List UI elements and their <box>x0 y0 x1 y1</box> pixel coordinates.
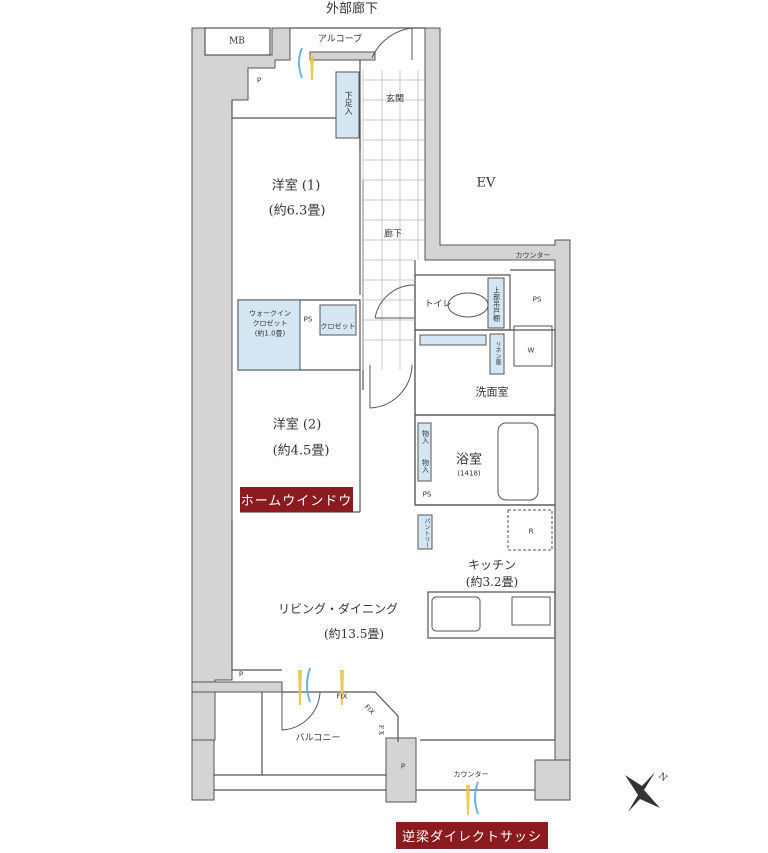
bath-size: (1418) <box>457 469 481 478</box>
balcony-wall-corner <box>191 739 215 801</box>
balcony-door <box>281 691 321 731</box>
toilet-bowl <box>447 292 489 318</box>
storage-label: 物入 <box>421 430 430 444</box>
washroom-label: 洗面室 <box>475 385 509 399</box>
washer-label: W <box>527 346 535 355</box>
home-window-badge: ホームウインドウ <box>240 487 353 512</box>
toilet-door <box>374 284 415 319</box>
hallway-label: 廊下 <box>383 229 403 240</box>
walkin-closet-size: (約1.0畳) <box>254 329 286 338</box>
bedroom2-size: (約4.5畳) <box>272 443 330 459</box>
fix-label: F X <box>377 724 384 736</box>
washroom-door <box>369 364 413 409</box>
balcony-label: バルコニー <box>295 733 341 744</box>
storage-areas <box>237 71 505 550</box>
alcove-wall <box>309 51 376 61</box>
bath-label: 浴室 <box>455 452 483 468</box>
bedroom2-label: 洋室 (2) <box>272 417 322 433</box>
right-wall <box>424 27 571 781</box>
toilet-label: トイレ <box>424 299 452 310</box>
front-door <box>371 27 413 60</box>
airflow-marks <box>298 47 479 815</box>
living-size: (約13.5畳) <box>323 627 385 641</box>
walkin-closet-label: ウォークイン <box>249 309 291 318</box>
bedroom1-label: 洋室 (1) <box>271 178 321 194</box>
stove <box>511 596 551 626</box>
direct-sash-badge: 逆梁ダイレクトサッシ <box>396 822 548 849</box>
shoe-storage-label: 下足入 <box>344 91 353 115</box>
living-label: リビング・ダイニング <box>277 602 399 616</box>
balcony-wall-left <box>191 681 283 693</box>
linen-label: リネン庫 <box>494 341 501 365</box>
balcony-pillar <box>385 737 417 803</box>
bedroom1-size: (約6.3畳) <box>268 203 326 219</box>
hallway-tiles <box>362 70 425 370</box>
fixtures <box>281 27 553 731</box>
pantry-label: パントリー <box>423 518 430 548</box>
fridge-label: R <box>528 527 534 536</box>
left-wall <box>191 27 291 741</box>
upper-cabinet-label: 上部吊戸棚 <box>492 286 501 322</box>
kitchen-size: (約3.2畳) <box>465 575 519 589</box>
inner-walls <box>204 27 556 791</box>
compass-icon <box>625 772 660 812</box>
counter-label: カウンター <box>515 251 551 260</box>
storage-label: 物入 <box>421 459 430 473</box>
mb-label: MB <box>229 36 245 47</box>
sink <box>431 596 481 632</box>
outer-corridor-label: 外部廊下 <box>325 1 379 17</box>
bathtub <box>497 422 539 501</box>
p-label: P <box>256 76 262 85</box>
washer <box>513 325 553 367</box>
p-label: P <box>238 670 244 679</box>
walkin-closet-label-2: クロゼット <box>252 319 288 328</box>
ps-label: PS <box>303 315 313 324</box>
ps-label: PS <box>532 295 542 304</box>
corner-pillar <box>534 759 571 801</box>
entrance-label: 玄関 <box>385 94 405 105</box>
fridge-space <box>507 509 553 551</box>
kitchen-label: キッチン <box>467 558 517 572</box>
fix-label: FIX <box>336 692 348 701</box>
alcove-label: アルコーブ <box>317 34 363 45</box>
ev-label: EV <box>476 175 496 191</box>
closet-label: クロゼット <box>320 322 356 331</box>
counter-label: カウンター <box>453 770 489 779</box>
ps-label: PS <box>422 490 432 499</box>
p-label: P <box>400 762 406 771</box>
